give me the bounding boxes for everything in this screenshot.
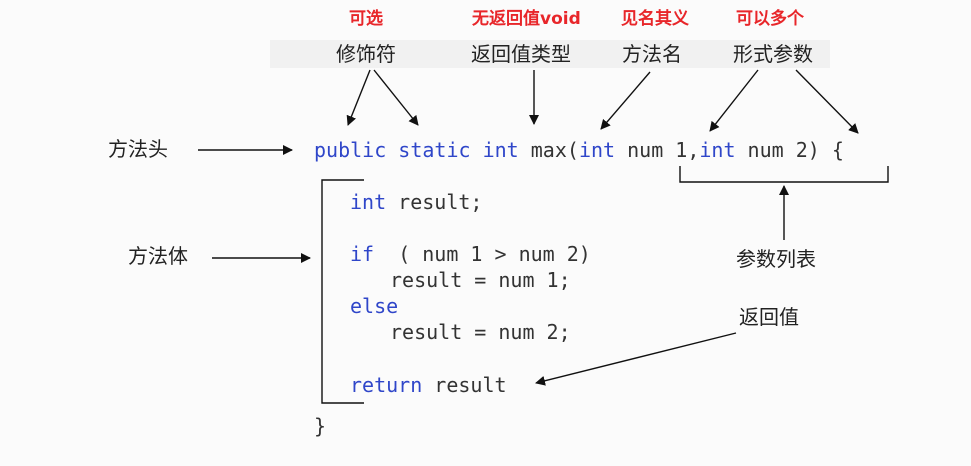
annotation-self-explanatory: 见名其义 xyxy=(621,9,689,29)
method-name-open: max( xyxy=(530,138,579,162)
code-line-declaration: int result; xyxy=(350,192,482,212)
annotation-can-be-multiple: 可以多个 xyxy=(736,9,804,29)
label-return-type: 返回值类型 xyxy=(471,42,571,66)
label-param-list: 参数列表 xyxy=(736,247,816,271)
keyword-int-param1: int xyxy=(578,138,616,162)
annotation-no-return-void: 无返回值void xyxy=(472,9,581,29)
arrow-method-name xyxy=(600,71,651,130)
keyword-public: public xyxy=(314,138,387,162)
method-body-bracket xyxy=(321,179,364,404)
label-method-name: 方法名 xyxy=(622,42,682,66)
keyword-int-param2: int xyxy=(699,138,736,162)
closing-brace: } xyxy=(314,414,327,438)
param1-rest: num 1, xyxy=(627,138,700,162)
if-condition: ( num 1 > num 2) xyxy=(398,242,591,266)
arrow-modifier-to-public xyxy=(346,69,371,126)
param-list-bracket xyxy=(679,166,889,183)
param2-rest: num 2) { xyxy=(747,138,844,162)
code-method-header: public static int max(int num 1,int num … xyxy=(314,140,844,160)
arrow-formal-param-1 xyxy=(709,69,759,132)
arrow-return-value xyxy=(535,332,737,386)
keyword-if: if xyxy=(350,242,375,266)
label-method-header: 方法头 xyxy=(108,137,168,161)
code-line-return: return result xyxy=(350,375,507,395)
code-line-assign1: result = num 1; xyxy=(390,270,571,290)
code-closing-brace: } xyxy=(314,416,326,436)
label-return-value: 返回值 xyxy=(739,305,799,329)
category-label-band xyxy=(270,40,830,68)
label-modifier: 修饰符 xyxy=(336,42,396,66)
label-formal-params: 形式参数 xyxy=(733,42,813,66)
label-method-body: 方法体 xyxy=(128,244,188,268)
keyword-static: static xyxy=(398,138,471,162)
keyword-else: else xyxy=(350,294,399,318)
annotation-optional: 可选 xyxy=(349,9,383,29)
code-line-if: if ( num 1 > num 2) xyxy=(350,244,591,264)
arrow-modifier-to-static xyxy=(373,69,419,126)
arrow-formal-param-2 xyxy=(795,69,859,134)
code-line-assign2: result = num 2; xyxy=(390,322,571,342)
return-rest: result xyxy=(434,373,507,397)
keyword-int-decl: int xyxy=(350,190,387,214)
assignment-2: result = num 2; xyxy=(390,320,571,344)
keyword-int-return: int xyxy=(482,138,519,162)
code-line-else: else xyxy=(350,296,398,316)
keyword-return: return xyxy=(350,373,423,397)
assignment-1: result = num 1; xyxy=(390,268,571,292)
declaration-rest: result; xyxy=(398,190,483,214)
